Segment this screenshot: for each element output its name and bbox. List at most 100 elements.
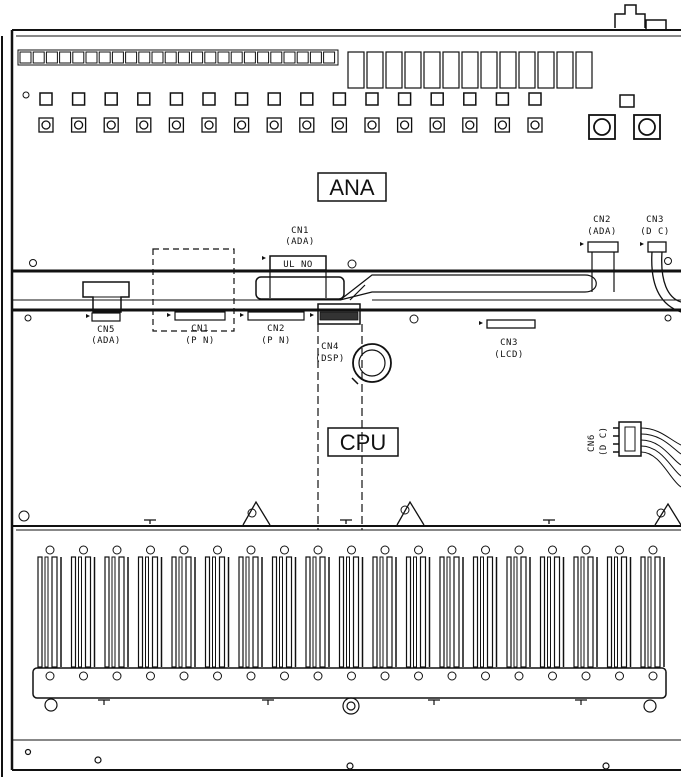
strip-cell (111, 51, 124, 64)
slot-screw-top (79, 545, 88, 555)
slot-rail (171, 556, 177, 668)
knob-frame (527, 117, 543, 133)
strip-cell (98, 51, 111, 64)
switch-square (202, 92, 216, 106)
slot-screw-bottom (313, 671, 323, 681)
expansion-slot-area (12, 525, 681, 741)
slot-screw-bottom (648, 671, 658, 681)
cn3-lcd-name: CN3 (500, 338, 518, 348)
cn1-ada-body: UL NO (283, 260, 313, 270)
slot-rail (606, 556, 613, 668)
slot-screw-bottom (380, 671, 390, 681)
slot-rail (104, 556, 110, 668)
ana-label: ANA (317, 172, 387, 202)
slot-screw-bottom (280, 671, 289, 681)
switch-square (234, 92, 249, 106)
cn2-ada-name: CN2 (593, 215, 611, 225)
slot-rail (245, 556, 250, 668)
knob-frame (429, 117, 445, 133)
slot-rail (654, 556, 661, 668)
slot-screw-bottom (79, 671, 88, 681)
cpu-mounting-holes (18, 314, 672, 522)
knob-frame (299, 117, 315, 133)
strip-cell (138, 51, 151, 64)
slot-rail (419, 556, 427, 668)
slot-screw-top (246, 545, 256, 555)
slot-rail (587, 556, 594, 668)
strip-cell (323, 51, 336, 64)
cn2-pn-name: CN2 (267, 324, 285, 334)
ribbon-cable (339, 274, 597, 301)
cn5-ada-connector: CN5 (ADA) (82, 281, 130, 346)
slot-rail (346, 556, 350, 668)
strip-cell (230, 51, 243, 64)
knob-frame (168, 117, 185, 133)
slot-rail (212, 556, 216, 668)
slot-screw-bottom (548, 671, 557, 681)
slot-rail (37, 556, 43, 668)
slot-screw-bottom (615, 671, 624, 681)
strip-cell (177, 51, 190, 64)
cn1-pn-sub: (P N) (185, 336, 215, 346)
strip-cell (72, 51, 85, 64)
slot-screw-bottom (414, 671, 423, 681)
tall-slot-row (347, 51, 593, 89)
slot-screw-top (280, 545, 289, 555)
strip-cell (309, 51, 322, 64)
expansion-slots (37, 545, 665, 681)
tall-slot (366, 51, 384, 89)
cn6-dc-sub: (D C) (599, 426, 609, 456)
knob-frame (201, 117, 217, 133)
slot-screw-top (447, 545, 457, 555)
slot-rail (580, 556, 585, 668)
slot-screw-bottom (246, 671, 256, 681)
strip-cell (296, 51, 309, 64)
slot-screw-bottom (146, 671, 155, 681)
slot-screw-bottom (213, 671, 222, 681)
slot-screw-top (648, 545, 658, 555)
slot-rail (151, 556, 159, 668)
slot-rail (453, 556, 460, 668)
knob-frame (462, 117, 478, 133)
slot-screw-top (45, 545, 55, 555)
knob (106, 120, 116, 130)
slot-rail (312, 556, 317, 668)
cpu-label: CPU (327, 427, 399, 457)
slot-rail (539, 556, 546, 668)
strip-cell (257, 51, 270, 64)
slot-rail (480, 556, 484, 668)
switch-square (71, 92, 86, 106)
switch-square (332, 92, 347, 106)
slot-screw-bottom (481, 671, 490, 681)
strip-cell (151, 51, 164, 64)
slot-screw-top (414, 545, 423, 555)
slot-screw-top (313, 545, 323, 555)
slot-screw-top (581, 545, 591, 555)
slot-rail (573, 556, 579, 668)
board-divider (12, 269, 681, 312)
knob (334, 120, 345, 130)
slot-rail (472, 556, 479, 668)
slot-rail (614, 556, 618, 668)
knob-frame (494, 117, 511, 133)
slot-rail (305, 556, 311, 668)
cn1-ada-connector: CN1 (ADA) UL NO (255, 226, 345, 300)
slot-rail (204, 556, 211, 668)
strip-cell (59, 51, 72, 64)
knob (204, 120, 214, 130)
slot-rail (145, 556, 149, 668)
slot-rail (238, 556, 244, 668)
slot-rail (620, 556, 628, 668)
slot-rail (405, 556, 412, 668)
strip-cell (125, 51, 138, 64)
tall-slot (385, 51, 403, 89)
lower-details (24, 697, 657, 770)
slot-rail (178, 556, 183, 668)
battery-component (351, 343, 392, 385)
slot-rail (84, 556, 92, 668)
knob-frame (38, 117, 54, 133)
ana-label-text: ANA (329, 175, 375, 200)
cn3-dc-connector: CN3 (D C) (640, 215, 681, 313)
cn3-lcd-connector: CN3 (LCD) (479, 319, 536, 360)
slot-screw-top (615, 545, 624, 555)
